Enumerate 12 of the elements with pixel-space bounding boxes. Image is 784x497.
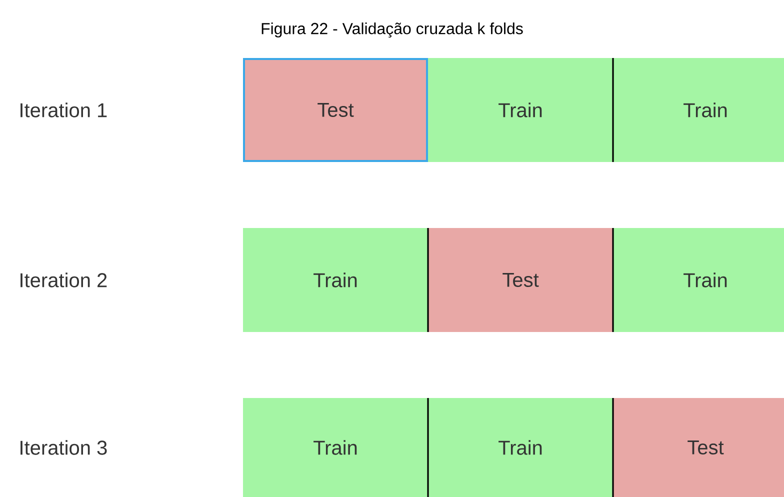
title: Figura 22 - Validação cruzada k folds: [262, 22, 523, 38]
fold-cell: Train: [243, 398, 428, 497]
fold-cell: Train: [428, 398, 613, 497]
fold-cell: Train: [243, 228, 428, 332]
fold-cell: Test: [613, 398, 784, 497]
fold-cell: Train: [613, 58, 784, 162]
fold-cell: Train: [613, 228, 784, 332]
fold-cell: Train: [428, 58, 613, 162]
row-label: Iteration 3: [20, 440, 107, 455]
fold-cell: Test: [428, 228, 613, 332]
row-label: Iteration 2: [20, 272, 107, 288]
row-label: Iteration 1: [20, 102, 107, 118]
